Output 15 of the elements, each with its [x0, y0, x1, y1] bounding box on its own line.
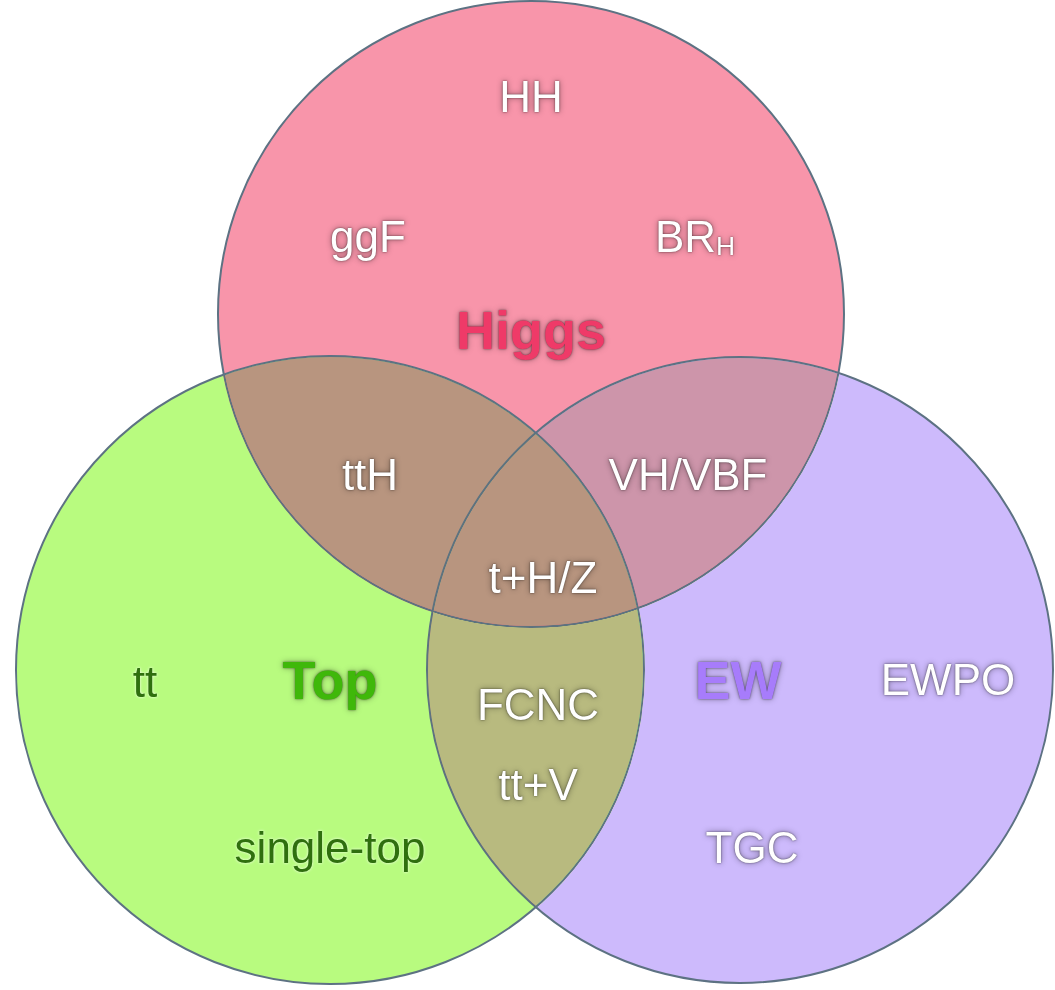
- region-label: ttH: [341, 450, 399, 500]
- region-label: tt+V: [498, 760, 578, 810]
- circle-heading: EW: [694, 649, 782, 711]
- region-label: single-top: [234, 823, 426, 873]
- region-label: BR$_{H}$: [654, 212, 736, 262]
- region-label: tt: [132, 657, 158, 707]
- region-label: VH/VBF: [608, 450, 768, 500]
- region-label: ggF: [330, 212, 406, 262]
- region-label: EWPO: [880, 655, 1016, 705]
- region-label: FCNC: [476, 680, 600, 730]
- circle-heading: Top: [282, 649, 378, 711]
- circle-heading: Higgs: [456, 299, 606, 361]
- region-label: t+H/Z: [488, 553, 598, 603]
- region-label: TGC: [705, 823, 799, 873]
- region-label: HH: [499, 72, 563, 122]
